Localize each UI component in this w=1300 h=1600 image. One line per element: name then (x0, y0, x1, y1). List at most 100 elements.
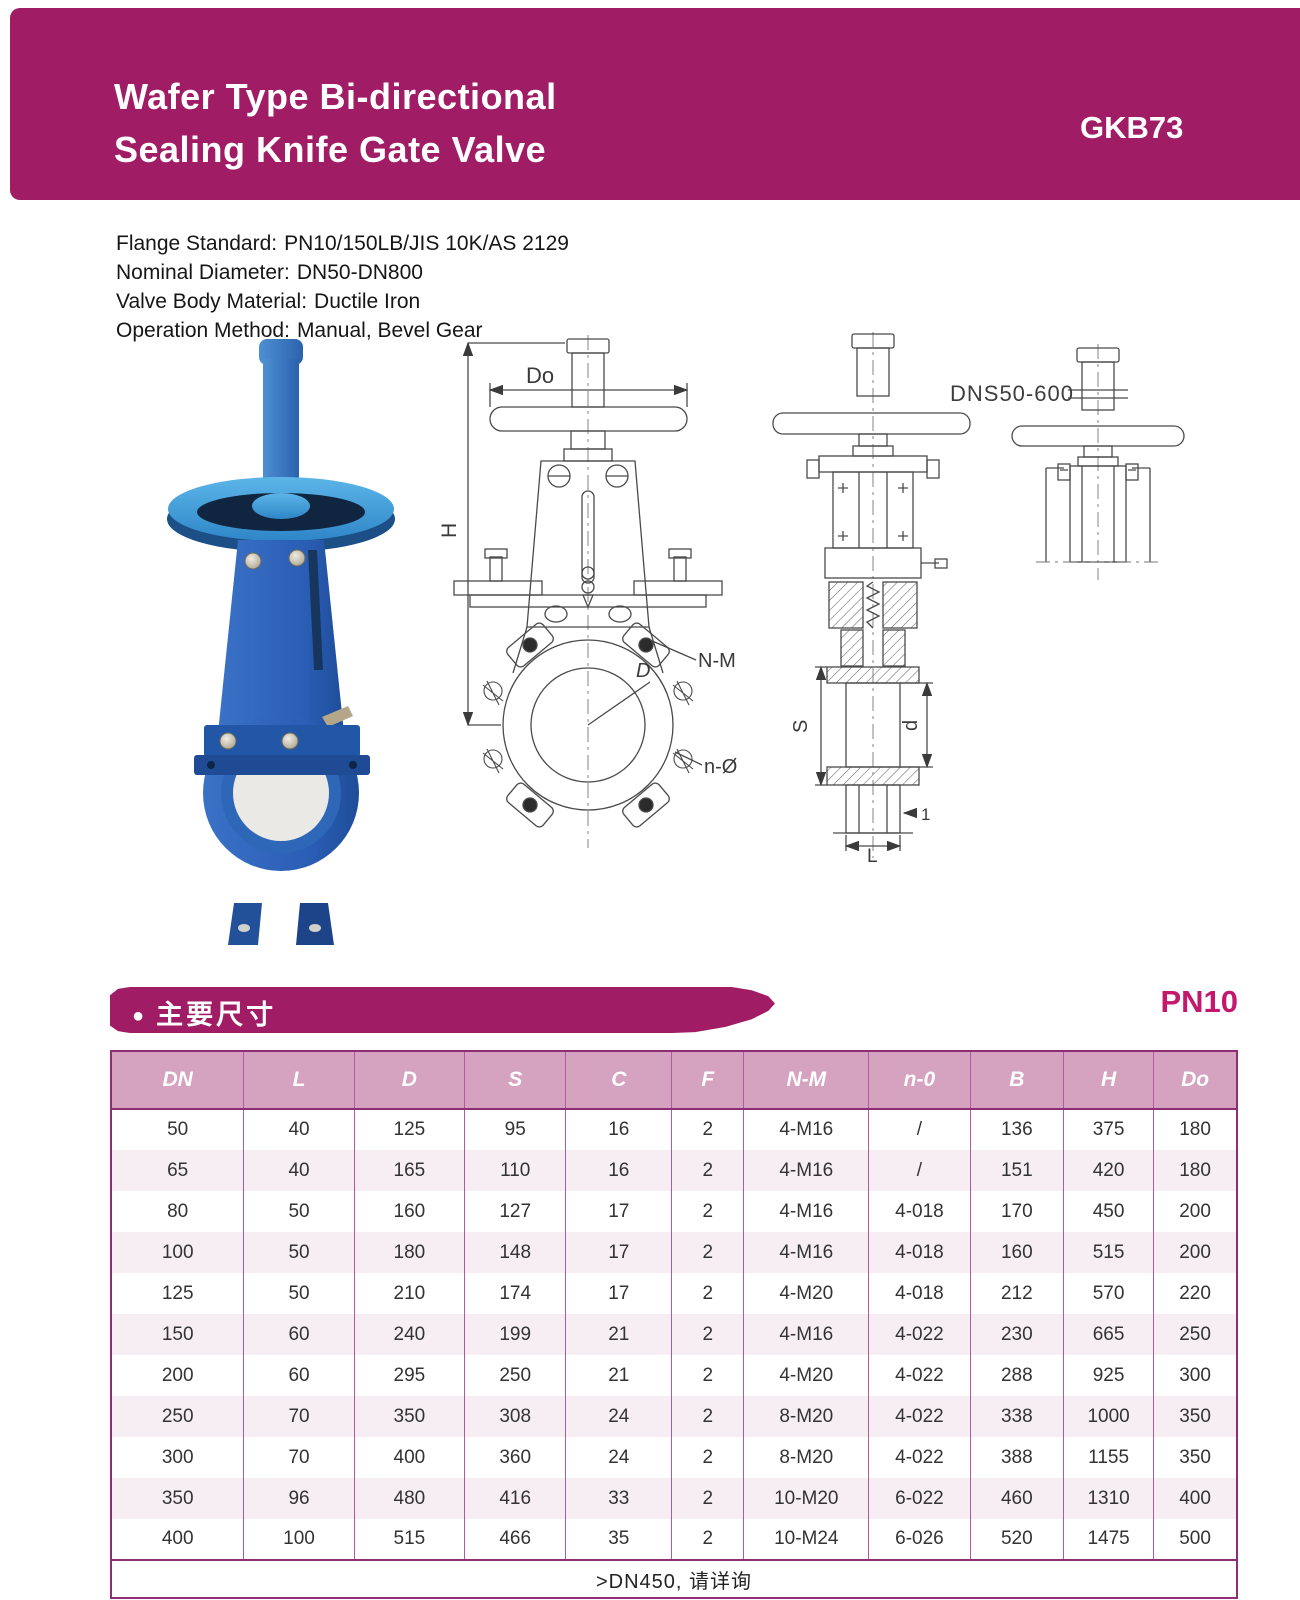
table-cell: 200 (110, 1355, 245, 1396)
table-cell: 100 (243, 1519, 355, 1560)
table-cell: 4-018 (868, 1273, 971, 1314)
table-cell: 665 (1063, 1314, 1155, 1355)
col-header-dn: DN (110, 1050, 245, 1110)
table-cell: 33 (565, 1478, 673, 1519)
spec-label: Valve Body Material: (116, 290, 308, 313)
table-cell: 4-M16 (743, 1150, 870, 1191)
table-header-row: DN L D S C F N-M n-0 B H Do (110, 1050, 1238, 1110)
table-cell: 4-M20 (743, 1355, 870, 1396)
table-cell: 180 (1153, 1109, 1238, 1150)
table-cell: 1155 (1063, 1437, 1155, 1478)
table-cell: 125 (353, 1109, 466, 1150)
col-header-do: Do (1153, 1050, 1238, 1110)
table-cell: 4-022 (868, 1437, 971, 1478)
section-title: ●主要尺寸 (132, 993, 276, 1032)
table-cell: 127 (464, 1191, 567, 1232)
dim-label-h: H (440, 523, 461, 538)
table-cell: 350 (1153, 1396, 1238, 1437)
table-cell: 17 (565, 1191, 673, 1232)
spec-value: PN10/150LB/JIS 10K/AS 2129 (284, 232, 569, 255)
table-cell: 500 (1153, 1519, 1238, 1560)
table-cell: 17 (565, 1232, 673, 1273)
table-cell: 170 (969, 1191, 1065, 1232)
table-cell: 570 (1063, 1273, 1155, 1314)
table-cell: 460 (969, 1478, 1065, 1519)
table-cell: 466 (464, 1519, 567, 1560)
table-cell: 2 (671, 1191, 745, 1232)
table-cell: 16 (565, 1150, 673, 1191)
table-cell: / (868, 1150, 971, 1191)
table-cell: 350 (1153, 1437, 1238, 1478)
title-line-1: Wafer Type Bi-directional (114, 76, 557, 117)
table-cell: 165 (353, 1150, 466, 1191)
table-cell: 212 (969, 1273, 1065, 1314)
table-cell: 2 (671, 1150, 745, 1191)
col-header-l: L (243, 1050, 355, 1110)
col-header-h: H (1063, 1050, 1155, 1110)
table-cell: 2 (671, 1396, 745, 1437)
table-cell: 4-M16 (743, 1314, 870, 1355)
table-cell: 4-M16 (743, 1232, 870, 1273)
table-cell: 125 (110, 1273, 245, 1314)
table-cell: 16 (565, 1109, 673, 1150)
table-cell: 8-M20 (743, 1396, 870, 1437)
title-line-2: Sealing Knife Gate Valve (114, 129, 547, 170)
model-code: GKB73 (1080, 110, 1184, 145)
table-cell: 4-022 (868, 1314, 971, 1355)
table-cell: 338 (969, 1396, 1065, 1437)
table-cell: 151 (969, 1150, 1065, 1191)
table-cell: 360 (464, 1437, 567, 1478)
table-cell: 50 (243, 1273, 355, 1314)
table-cell: 180 (1153, 1150, 1238, 1191)
table-cell: 388 (969, 1437, 1065, 1478)
table-cell: 925 (1063, 1355, 1155, 1396)
table-cell: 230 (969, 1314, 1065, 1355)
bolt-holes (482, 680, 694, 774)
table-cell: 200 (1153, 1232, 1238, 1273)
table-cell: 300 (110, 1437, 245, 1478)
front-view-drawing: Do H D N-M n-Ø (440, 335, 737, 848)
table-cell: 300 (1153, 1355, 1238, 1396)
spec-value: DN50-DN800 (296, 261, 423, 284)
table-cell: 95 (464, 1109, 567, 1150)
table-cell: 180 (353, 1232, 466, 1273)
valve-handwheel (167, 477, 395, 552)
table-cell: 250 (110, 1396, 245, 1437)
table-cell: 515 (353, 1519, 466, 1560)
table-cell: 160 (353, 1191, 466, 1232)
table-cell: 480 (353, 1478, 466, 1519)
table-cell: 350 (353, 1396, 466, 1437)
valve-feet (228, 903, 334, 945)
dim-label-nm: N-M (698, 650, 736, 672)
table-cell: 1000 (1063, 1396, 1155, 1437)
dim-label-do: Do (526, 363, 554, 388)
table-cell: 4-M16 (743, 1109, 870, 1150)
flange-lugs (506, 622, 670, 828)
table-cell: 420 (1063, 1150, 1155, 1191)
table-cell: 40 (243, 1109, 355, 1150)
spec-line-diameter: Nominal Diameter:DN50-DN800 (116, 258, 569, 287)
size-range-label: DNS50-600 (950, 381, 1074, 406)
col-header-d: D (353, 1050, 466, 1110)
table-cell: 6-026 (868, 1519, 971, 1560)
table-cell: 2 (671, 1519, 745, 1560)
valve-yoke (218, 540, 344, 733)
table-cell: 17 (565, 1273, 673, 1314)
table-cell: 200 (1153, 1191, 1238, 1232)
spec-line-material: Valve Body Material:Ductile Iron (116, 287, 569, 316)
table-cell: 21 (565, 1314, 673, 1355)
table-cell: 2 (671, 1478, 745, 1519)
table-cell: 150 (110, 1314, 245, 1355)
table-cell: 148 (464, 1232, 567, 1273)
top-assembly-drawing (1011, 344, 1185, 580)
